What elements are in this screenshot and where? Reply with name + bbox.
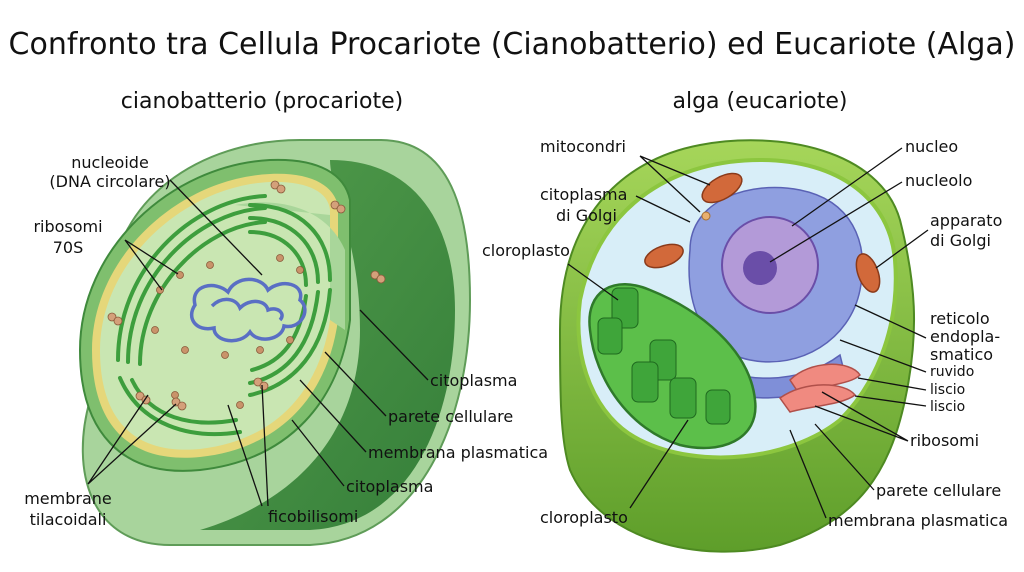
leader-er-smooth <box>854 377 927 407</box>
label-nucleus: nucleo <box>905 137 958 156</box>
page-title: Confronto tra Cellula Procariote (Cianob… <box>9 27 1016 62</box>
leader-ribosomes <box>124 239 179 291</box>
phycobilisomes <box>107 180 386 411</box>
label-ribosomes-2: 70S <box>53 238 84 257</box>
label-cytoplasm-a: citoplasma <box>430 371 517 390</box>
smooth-er <box>778 363 861 413</box>
prokaryote-heading: cianobatterio (procariote) <box>121 89 403 114</box>
label-er-smooth-a: liscio <box>930 382 965 398</box>
prokaryote-cytoplasm-region <box>100 181 330 450</box>
leader-chloroplast-a <box>567 263 619 301</box>
label-ribosomes-1: ribosomi <box>33 217 102 236</box>
label-plasma-membrane: membrana plasmatica <box>368 443 548 462</box>
eukaryote-heading: alga (eucariote) <box>672 89 847 114</box>
label-cell-wall: parete cellulare <box>388 407 513 426</box>
leader-nucleoid <box>169 179 263 276</box>
leader-cytoplasm-a <box>359 309 429 381</box>
eukaryote-cell: alga (eucariote) <box>482 89 1008 553</box>
label-mitochondria: mitocondri <box>540 137 626 156</box>
label-golgi-cyt-1: citoplasma <box>540 185 627 204</box>
leader-golgi <box>875 229 929 269</box>
label-er-3: smatico <box>930 345 993 364</box>
leader-phycobilisomes <box>227 384 269 507</box>
prokaryote-inner-back <box>235 202 345 330</box>
prokaryote-cell: cianobatterio (procariote) <box>24 89 548 546</box>
label-thylakoids-2: tilacoidali <box>30 510 107 529</box>
label-cell-wall: parete cellulare <box>876 481 1001 500</box>
leader-chloroplast-b <box>629 419 689 509</box>
leader-thylakoids <box>87 394 177 485</box>
label-ribosomes: ribosomi <box>910 431 979 450</box>
leader-cell-wall <box>814 423 875 491</box>
leader-nucleolus <box>769 181 903 263</box>
leader-nucleus <box>791 147 903 227</box>
dna-nucleoid <box>189 277 307 343</box>
mitochondria <box>644 172 881 293</box>
label-golgi-1: apparato <box>930 211 1002 230</box>
label-er-2: endopla- <box>930 327 1000 346</box>
label-chloroplast-b: cloroplasto <box>540 508 628 527</box>
label-golgi-cyt-2: di Golgi <box>556 206 617 225</box>
label-thylakoids-1: membrane <box>24 489 112 508</box>
leader-golgi-cyt <box>635 195 691 223</box>
leader-plasma-membrane <box>789 429 827 519</box>
label-er-1: reticolo <box>930 309 990 328</box>
leader-cytoplasm-b <box>291 419 345 487</box>
leader-cell-wall <box>324 351 387 417</box>
label-plasma-membrane: membrana plasmatica <box>828 511 1008 530</box>
golgi-vesicle <box>701 211 711 221</box>
label-nucleoid-2: (DNA circolare) <box>49 172 170 191</box>
label-nucleoid-1: nucleoide <box>71 153 149 172</box>
leader-plasma-membrane <box>299 379 367 453</box>
prokaryote-wall-side <box>200 160 455 530</box>
label-chloroplast-a: cloroplasto <box>482 241 570 260</box>
label-cytoplasm-b: citoplasma <box>346 477 433 496</box>
leader-er <box>854 304 927 339</box>
leader-mitochondria <box>639 155 711 213</box>
label-er-rough: ruvido <box>930 364 974 380</box>
grana-stacks <box>597 287 731 425</box>
nucleolus <box>743 251 777 285</box>
label-nucleolus: nucleolo <box>905 171 972 190</box>
leader-ribosomes <box>814 391 909 442</box>
label-phycobilisomes: ficobilisomi <box>268 507 358 526</box>
label-er-smooth-b: liscio <box>930 399 965 415</box>
prokaryote-ribosomes <box>151 254 304 409</box>
thylakoid-membranes <box>116 194 332 437</box>
leader-er-rough <box>839 339 927 373</box>
label-golgi-2: di Golgi <box>930 231 991 250</box>
